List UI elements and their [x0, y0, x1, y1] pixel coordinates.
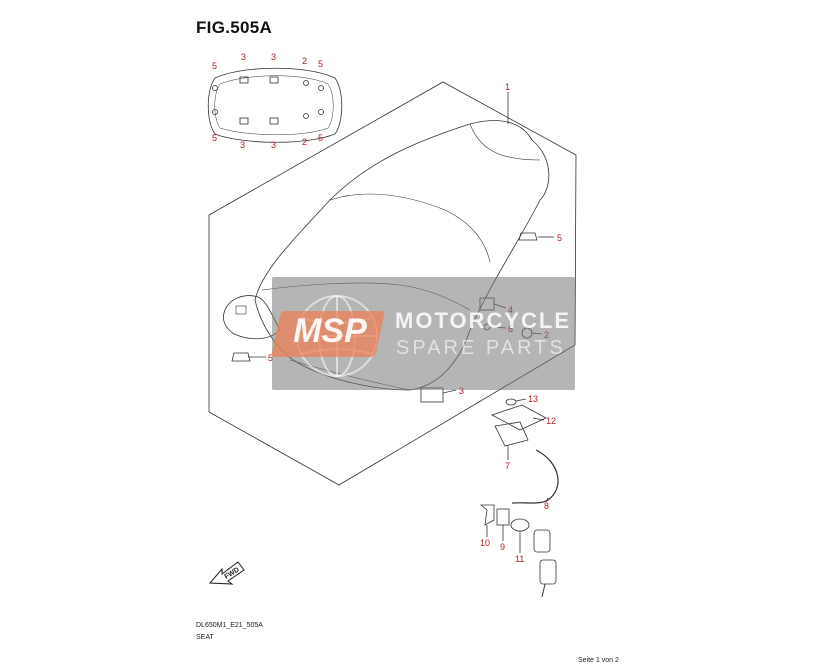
- part-11-lock: [510, 518, 530, 532]
- inset-part-3-top-b: [269, 76, 279, 84]
- part-3-bracket: [420, 387, 444, 403]
- inset-part-3-top-a: [239, 76, 249, 84]
- inset-label-t3a: 3: [241, 52, 246, 62]
- inset-label-b3a: 3: [240, 140, 245, 150]
- callout-9: 9: [500, 542, 505, 552]
- inset-label-bl5: 5: [212, 133, 217, 143]
- callout-3: 3: [459, 386, 464, 396]
- inset-part-5-tr: [318, 85, 324, 91]
- watermark-badge-text: MSP: [293, 312, 367, 350]
- inset-label-br5: 5: [318, 133, 323, 143]
- fwd-arrow-icon: FWD: [208, 561, 245, 585]
- inset-label-tl5: 5: [212, 61, 217, 71]
- callout-11: 11: [515, 554, 524, 564]
- callout-7: 7: [505, 461, 510, 471]
- part-13-bolt: [505, 398, 517, 406]
- page-indicator: Seite 1 von 2: [578, 657, 619, 664]
- inset-label-t2: 2: [302, 56, 307, 66]
- callout-5-left: 5: [268, 353, 273, 363]
- part-5-left: [231, 352, 251, 362]
- part-12-plate: [490, 404, 547, 431]
- inset-label-b2: 2: [302, 137, 307, 147]
- callout-1: 1: [505, 82, 510, 92]
- inset-label-tr5: 5: [318, 59, 323, 69]
- inset-label-t3b: 3: [271, 52, 276, 62]
- inset-part-3-bot-a: [239, 117, 249, 125]
- inset-label-b3b: 3: [271, 140, 276, 150]
- inset-seat-rail: [207, 67, 343, 143]
- part-7-latch: [494, 421, 529, 447]
- inset-seat-rail-inner: [214, 75, 334, 136]
- inset-part-5-bl: [212, 109, 218, 115]
- inset-part-3-bot-b: [269, 117, 279, 125]
- figure-code: DL650M1_E21_505A: [196, 622, 263, 629]
- inset-part-2-top: [303, 80, 309, 86]
- part-8-cable: [511, 449, 559, 504]
- inset-part-2-bot: [303, 113, 309, 119]
- callout-8: 8: [544, 501, 549, 511]
- part-9: [496, 508, 510, 526]
- callout-5-right: 5: [557, 233, 562, 243]
- part-11-key-blade: [539, 559, 557, 585]
- seat-rear-curve: [469, 123, 541, 161]
- hook-plate: [235, 305, 247, 315]
- part-11-key-head: [533, 529, 551, 553]
- callout-12: 12: [546, 416, 556, 426]
- inset-part-5-br: [318, 109, 324, 115]
- seat-frame-outline: [208, 81, 577, 486]
- seat-saddle-curve: [329, 193, 491, 263]
- part-5-right: [518, 232, 538, 241]
- watermark-line-2: SPARE PARTS: [396, 337, 566, 359]
- inset-part-5-tl: [212, 85, 218, 91]
- figure-name: SEAT: [196, 634, 214, 641]
- part-10: [479, 504, 495, 526]
- figure-title: FIG.505A: [196, 18, 273, 37]
- callout-13: 13: [528, 394, 538, 404]
- callout-10: 10: [480, 538, 490, 548]
- watermark-line-1: MOTORCYCLE: [395, 308, 572, 333]
